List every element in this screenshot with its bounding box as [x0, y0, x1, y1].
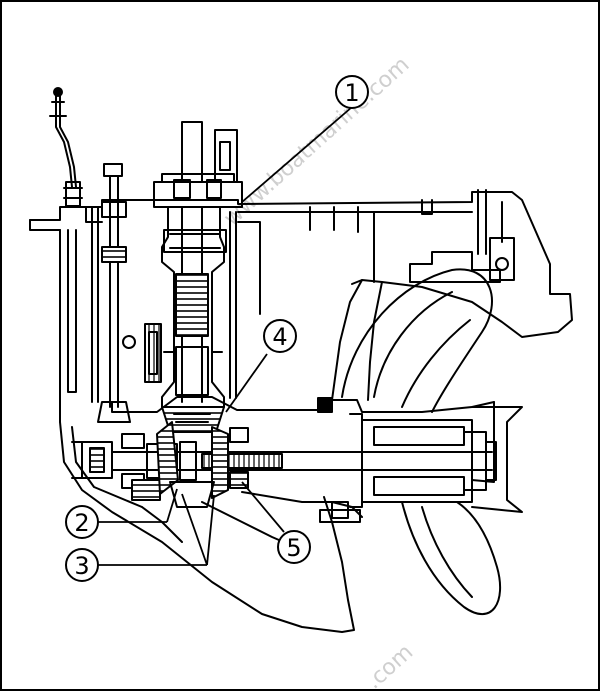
callout-5-label: 5: [286, 534, 301, 562]
watermark-bottom: .com: [361, 640, 418, 689]
rear-upper-details: [237, 189, 515, 315]
callout-3-label: 3: [74, 552, 89, 580]
propeller: [341, 268, 523, 615]
callout-4-label: 4: [272, 323, 287, 351]
callout-4: 4: [225, 319, 297, 413]
callout-1: 1: [241, 75, 369, 203]
callout-1-label: 1: [344, 79, 359, 107]
gear-set: [156, 406, 229, 508]
shift-rod-assembly: [49, 87, 162, 423]
callout-5: 5: [241, 481, 311, 564]
callout-2-label: 2: [74, 509, 89, 537]
callout-3: 3: [65, 493, 215, 582]
drive-shaft-assembly: [153, 121, 243, 408]
callout-2: 2: [65, 488, 178, 539]
